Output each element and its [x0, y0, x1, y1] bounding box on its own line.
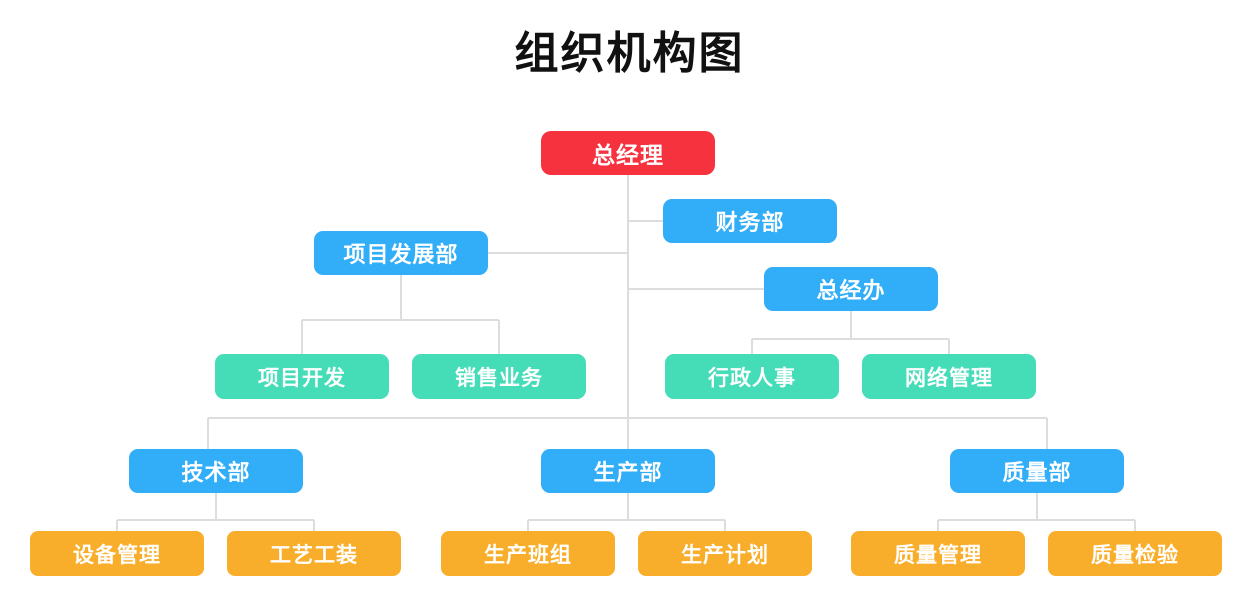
org-node-label: 质量部: [1002, 460, 1072, 485]
org-node-label: 生产计划: [681, 543, 769, 567]
org-node-prod[interactable]: 生产部: [541, 449, 715, 493]
org-node-prodteam[interactable]: 生产班组: [441, 531, 615, 576]
org-node-label: 项目开发: [258, 366, 346, 390]
org-node-tooling[interactable]: 工艺工装: [227, 531, 401, 576]
org-node-label: 工艺工装: [270, 543, 358, 567]
org-node-label: 项目发展部: [343, 242, 459, 267]
org-node-label: 质量管理: [894, 543, 982, 567]
org-node-projdevsub[interactable]: 项目开发: [215, 354, 389, 399]
org-node-prodplan[interactable]: 生产计划: [638, 531, 812, 576]
org-node-sales[interactable]: 销售业务: [412, 354, 586, 399]
page-title: 组织机构图: [514, 29, 745, 78]
org-node-qmgmt[interactable]: 质量管理: [851, 531, 1025, 576]
org-node-label: 质量检验: [1091, 543, 1179, 567]
org-node-gm[interactable]: 总经理: [541, 131, 715, 175]
org-node-qinsp[interactable]: 质量检验: [1048, 531, 1222, 576]
org-node-label: 设备管理: [73, 543, 161, 567]
org-node-label: 网络管理: [905, 366, 993, 390]
org-node-label: 总经理: [592, 142, 664, 168]
org-node-tech[interactable]: 技术部: [129, 449, 303, 493]
org-node-label: 技术部: [181, 460, 251, 485]
org-node-label: 行政人事: [708, 366, 796, 390]
org-node-label: 财务部: [715, 210, 785, 235]
org-node-network[interactable]: 网络管理: [862, 354, 1036, 399]
org-node-gmoffice[interactable]: 总经办: [764, 267, 938, 311]
org-node-label: 销售业务: [455, 366, 543, 390]
org-node-equip[interactable]: 设备管理: [30, 531, 204, 576]
org-node-finance[interactable]: 财务部: [663, 199, 837, 243]
org-node-projdev[interactable]: 项目发展部: [314, 231, 488, 275]
org-node-label: 总经办: [816, 278, 886, 303]
org-node-label: 生产部: [593, 460, 663, 485]
org-node-adminhr[interactable]: 行政人事: [665, 354, 839, 399]
org-node-label: 生产班组: [484, 543, 572, 567]
org-node-quality[interactable]: 质量部: [950, 449, 1124, 493]
